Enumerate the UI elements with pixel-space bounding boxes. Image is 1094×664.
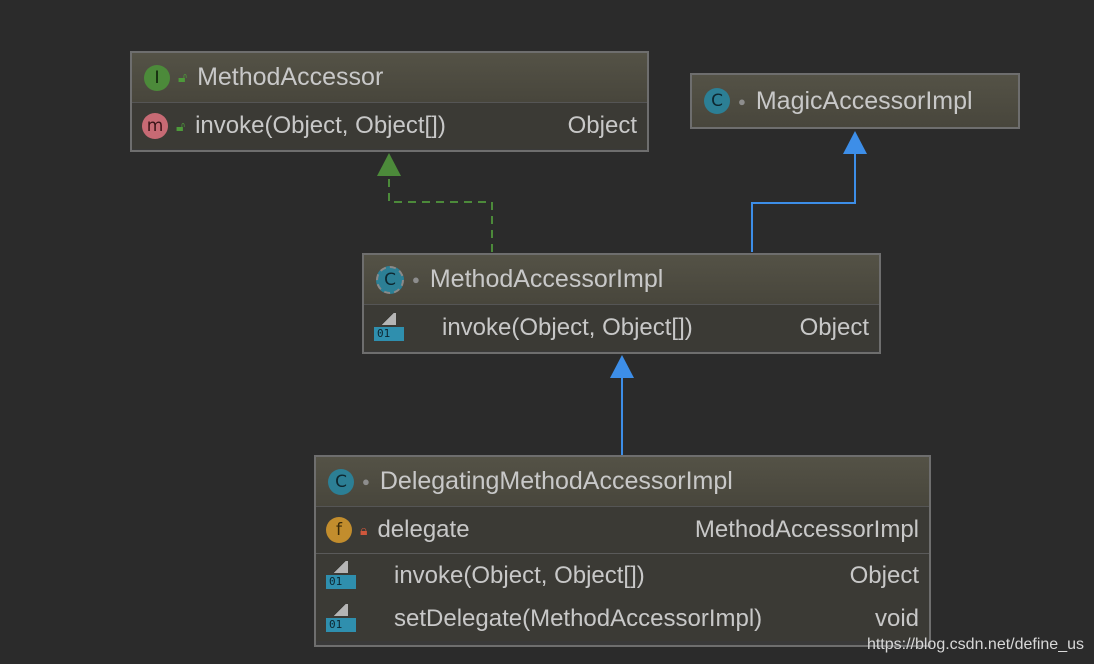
abstract-class-icon: C	[376, 265, 404, 294]
method-row[interactable]: 01 invoke(Object, Object[]) Object	[364, 305, 879, 351]
method-name: invoke(Object, Object[])	[442, 314, 693, 341]
method-01-icon: 01	[326, 604, 356, 634]
method-return-type: Object	[567, 112, 637, 139]
method-row[interactable]: 01 invoke(Object, Object[]) Object	[316, 553, 929, 597]
class-icon: C	[704, 88, 730, 114]
package-private-dot-icon: ●	[738, 93, 746, 109]
method-return-type: Object	[849, 561, 919, 589]
class-title: MethodAccessorImpl	[429, 265, 664, 293]
private-lock-icon: 🔒︎	[360, 521, 368, 538]
interface-icon: I	[144, 64, 170, 91]
class-box-method-accessor[interactable]: I 🔓︎ MethodAccessor m 🔓︎ invoke(Object, …	[130, 51, 649, 152]
extends-arrowhead-magic	[843, 131, 867, 154]
package-private-dot-icon: ●	[412, 272, 420, 287]
field-row[interactable]: f 🔒︎ delegate MethodAccessorImpl	[316, 507, 929, 553]
class-title: DelegatingMethodAccessorImpl	[379, 467, 733, 495]
class-title: MethodAccessor	[197, 63, 384, 91]
method-01-icon: 01	[374, 313, 404, 343]
implements-arrowhead	[377, 153, 401, 176]
method-return-type: void	[874, 605, 919, 632]
class-box-method-accessor-impl[interactable]: C ● MethodAccessorImpl 01 invoke(Object,…	[362, 253, 881, 354]
public-lock-icon: 🔓︎	[178, 69, 188, 85]
method-01-icon: 01	[326, 560, 356, 591]
method-name: invoke(Object, Object[])	[394, 561, 645, 589]
public-lock-icon: 🔓︎	[176, 117, 186, 134]
field-icon: f	[326, 517, 352, 543]
method-row[interactable]: 01 setDelegate(MethodAccessorImpl) void	[316, 597, 929, 641]
class-header: I 🔓︎ MethodAccessor	[132, 53, 647, 103]
class-header: C ● MethodAccessorImpl	[364, 255, 879, 305]
implements-connector	[388, 175, 493, 252]
field-type: MethodAccessorImpl	[694, 516, 919, 543]
class-header: C ● DelegatingMethodAccessorImpl	[316, 457, 929, 507]
watermark-text: https://blog.csdn.net/define_us	[866, 636, 1084, 653]
extends-connector-magic	[751, 154, 856, 252]
method-row[interactable]: m 🔓︎ invoke(Object, Object[]) Object	[132, 103, 647, 149]
package-private-dot-icon: ●	[362, 474, 370, 489]
class-box-delegating-method-accessor-impl[interactable]: C ● DelegatingMethodAccessorImpl f 🔒︎ de…	[314, 455, 931, 647]
class-icon: C	[328, 468, 354, 495]
method-name: invoke(Object, Object[])	[195, 112, 446, 139]
class-box-magic-accessor-impl[interactable]: C ● MagicAccessorImpl	[690, 73, 1020, 129]
extends-arrowhead-delegating	[610, 355, 634, 378]
class-title: MagicAccessorImpl	[755, 86, 973, 115]
method-name: setDelegate(MethodAccessorImpl)	[394, 605, 763, 632]
method-return-type: Object	[799, 314, 869, 341]
abstract-method-icon: m	[142, 113, 168, 139]
field-name: delegate	[377, 516, 470, 543]
class-header: C ● MagicAccessorImpl	[692, 75, 1018, 127]
